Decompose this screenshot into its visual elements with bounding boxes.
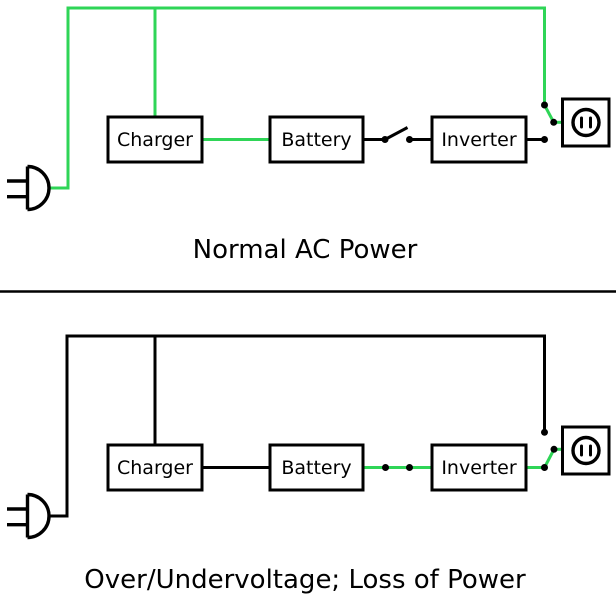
inverter-box	[430, 115, 528, 164]
ac-plug-shape	[7, 164, 51, 212]
transfer-common-dot	[550, 445, 558, 453]
inverter-label: Inverter	[441, 457, 517, 479]
transfer-ac-contact-dot	[541, 428, 548, 436]
transfer-inverter-contact-dot	[541, 136, 548, 143]
junction-dots	[382, 428, 558, 471]
outlet-face	[571, 435, 601, 466]
ac-plug-icon	[7, 492, 51, 540]
diagram-loss-of-power: Charger Battery Inverter Over/Undervolta…	[7, 334, 611, 595]
outlet-frame	[561, 425, 611, 476]
battery-label: Battery	[281, 457, 351, 479]
battery-switch-blade-open	[384, 126, 409, 141]
battery-switch-contact-dot	[382, 464, 389, 471]
transfer-inverter-contact-dot	[541, 464, 548, 471]
unpowered-wires	[49, 334, 546, 518]
battery-box	[268, 115, 365, 164]
inverter-label: Inverter	[441, 129, 517, 151]
ac-plug-icon	[7, 164, 51, 212]
outlet-frame	[561, 97, 611, 148]
power-outlet-icon	[561, 425, 611, 476]
charger-box	[106, 443, 204, 492]
charger-label: Charger	[117, 457, 193, 479]
transfer-common-dot	[550, 118, 558, 126]
junction-dots	[381, 101, 558, 143]
transfer-ac-contact-dot	[541, 101, 548, 109]
battery-box	[268, 443, 365, 492]
outlet-face	[571, 107, 601, 138]
powered-wires	[363, 447, 563, 469]
diagram-normal-ac-power: Charger Battery Inverter Normal AC Power	[7, 6, 611, 265]
inverter-box	[430, 443, 528, 492]
caption-normal-ac-power: Normal AC Power	[193, 235, 418, 265]
wire-ac-input-to-transfer-contact	[49, 334, 546, 518]
charger-label: Charger	[117, 129, 193, 151]
inverter-switch-contact-dot	[406, 464, 413, 471]
caption-loss-of-power: Over/Undervoltage; Loss of Power	[84, 565, 526, 595]
inverter-switch-contact-dot	[406, 136, 413, 143]
battery-switch-contact-dot	[381, 136, 389, 143]
ac-plug-shape	[7, 492, 51, 540]
charger-box	[106, 115, 204, 164]
power-outlet-icon	[561, 97, 611, 148]
battery-label: Battery	[281, 129, 351, 151]
wire-ac-input-to-transfer-contact	[49, 6, 546, 190]
